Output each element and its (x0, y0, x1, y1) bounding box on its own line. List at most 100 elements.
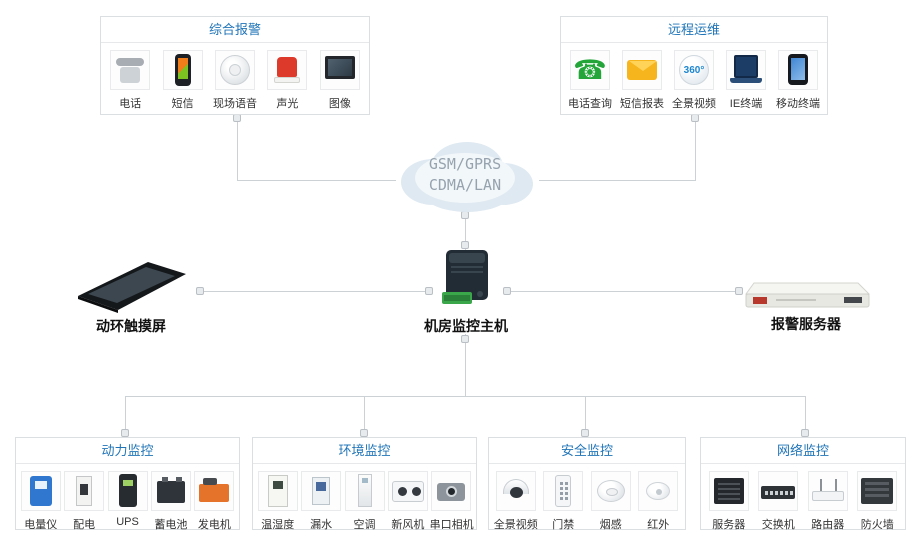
host-device (430, 248, 502, 310)
ball360-icon: 360° (674, 50, 714, 90)
connector-joint (461, 335, 469, 343)
item-breaker: 配电 (62, 471, 105, 532)
connector-joint (461, 241, 469, 249)
item-generator: 发电机 (193, 471, 236, 532)
meter-icon (20, 471, 61, 511)
panel-items: 服务器 交换机 路由器 防火墙 (701, 464, 905, 536)
connector-joint (425, 287, 433, 295)
item-label: 电话查询 (568, 98, 612, 110)
connector-joint (735, 287, 743, 295)
envelope-icon (622, 50, 662, 90)
connector-joint (196, 287, 204, 295)
dome-icon (495, 471, 536, 511)
item-label: 交换机 (761, 519, 795, 531)
smoke-icon (590, 471, 631, 511)
panel-items: 电话短信现场语音声光图像 (101, 43, 369, 115)
item-label: 短信 (171, 98, 194, 110)
connector-joint (360, 429, 368, 437)
phonequery-icon (570, 50, 610, 90)
generator-icon (194, 471, 235, 511)
panel-items: 全景视频门禁 烟感 红外 (489, 464, 685, 536)
item-ups: UPS (106, 471, 149, 528)
panel-title: 动力监控 (16, 438, 239, 464)
item-label: 温湿度 (261, 519, 295, 531)
item-keypad: 门禁 (540, 471, 588, 532)
speaker-icon (215, 50, 256, 90)
touchscreen-label: 动环触摸屏 (96, 318, 166, 334)
panel-network-monitor: 网络监控 服务器 交换机 路由器 防火墙 (700, 437, 906, 531)
connector-joint (121, 429, 129, 437)
item-label: 全景视频 (672, 98, 716, 110)
panel-title: 远程运维 (561, 17, 827, 43)
item-label: 电量仪 (24, 519, 58, 531)
battery-icon (150, 471, 191, 511)
item-label: 新风机 (391, 519, 425, 531)
connector-line (125, 396, 126, 437)
item-phone: 电话 (104, 50, 156, 111)
connector-line (364, 396, 365, 437)
item-label: 配电 (73, 519, 96, 531)
item-label: 服务器 (712, 519, 746, 531)
panel-security-monitor: 安全监控 全景视频门禁烟感红外 (488, 437, 686, 531)
item-image: 图像 (314, 50, 366, 111)
image-icon (319, 50, 360, 90)
item-label: 红外 (647, 519, 670, 531)
laptop-icon (726, 50, 766, 90)
item-label: 移动终端 (776, 98, 820, 110)
item-router: 路由器 (803, 471, 853, 532)
item-label: 漏水 (310, 519, 333, 531)
item-switch: 交换机 (754, 471, 804, 532)
breaker-icon (64, 471, 105, 511)
connector-line (237, 180, 396, 181)
item-fan: 新风机 (386, 471, 429, 532)
connector-line (504, 291, 743, 292)
server-icon (708, 471, 749, 511)
connector-joint (503, 287, 511, 295)
connector-line (805, 396, 806, 437)
connector-line (465, 334, 466, 396)
panel-power-monitor: 动力监控 电量仪 配电 UPS 蓄电池发电机 (15, 437, 240, 531)
item-label: 门禁 (552, 519, 575, 531)
connector-line (539, 180, 696, 181)
host-label: 机房监控主机 (424, 318, 508, 334)
cloud-network-labels: GSM/GPRS CDMA/LAN (385, 154, 545, 196)
item-tablet: 移动终端 (772, 50, 824, 111)
host-icon (442, 250, 488, 304)
item-speaker: 现场语音 (209, 50, 261, 111)
item-temphum: 温湿度 (256, 471, 299, 532)
switch-icon (758, 471, 799, 511)
item-label: 蓄电池 (154, 519, 188, 531)
panel-items: 电量仪 配电 UPS 蓄电池发电机 (16, 464, 239, 536)
ir-icon (638, 471, 679, 511)
soundlight-icon (267, 50, 308, 90)
ups-icon (107, 471, 148, 511)
item-label: 电话 (119, 98, 142, 110)
connector-joint (233, 114, 241, 122)
tablet-icon (778, 50, 818, 90)
connector-joint (801, 429, 809, 437)
cloud-network-line2: CDMA/LAN (428, 176, 502, 194)
connector-joint (581, 429, 589, 437)
panel-title: 网络监控 (701, 438, 905, 464)
item-camera: 串口相机 (430, 471, 474, 532)
cloud-shape-icon (401, 142, 533, 212)
router-icon (807, 471, 848, 511)
phone-icon (110, 50, 151, 90)
item-label: 烟感 (599, 519, 622, 531)
item-phonequery: 电话查询 (564, 50, 616, 111)
network-cloud: GSM/GPRS CDMA/LAN (385, 134, 545, 216)
item-label: 路由器 (811, 519, 845, 531)
touchscreen-icon (78, 262, 186, 313)
item-label: 防火墙 (860, 519, 894, 531)
item-label: 短信报表 (620, 98, 664, 110)
item-ir: 红外 (635, 471, 683, 532)
item-sms: 短信 (156, 50, 208, 111)
keypad-icon (543, 471, 584, 511)
item-meter: 电量仪 (19, 471, 62, 532)
temphum-icon (257, 471, 298, 511)
cloud-network-line1: GSM/GPRS (428, 155, 502, 173)
item-dome: 全景视频 (492, 471, 540, 532)
item-smoke: 烟感 (587, 471, 635, 532)
